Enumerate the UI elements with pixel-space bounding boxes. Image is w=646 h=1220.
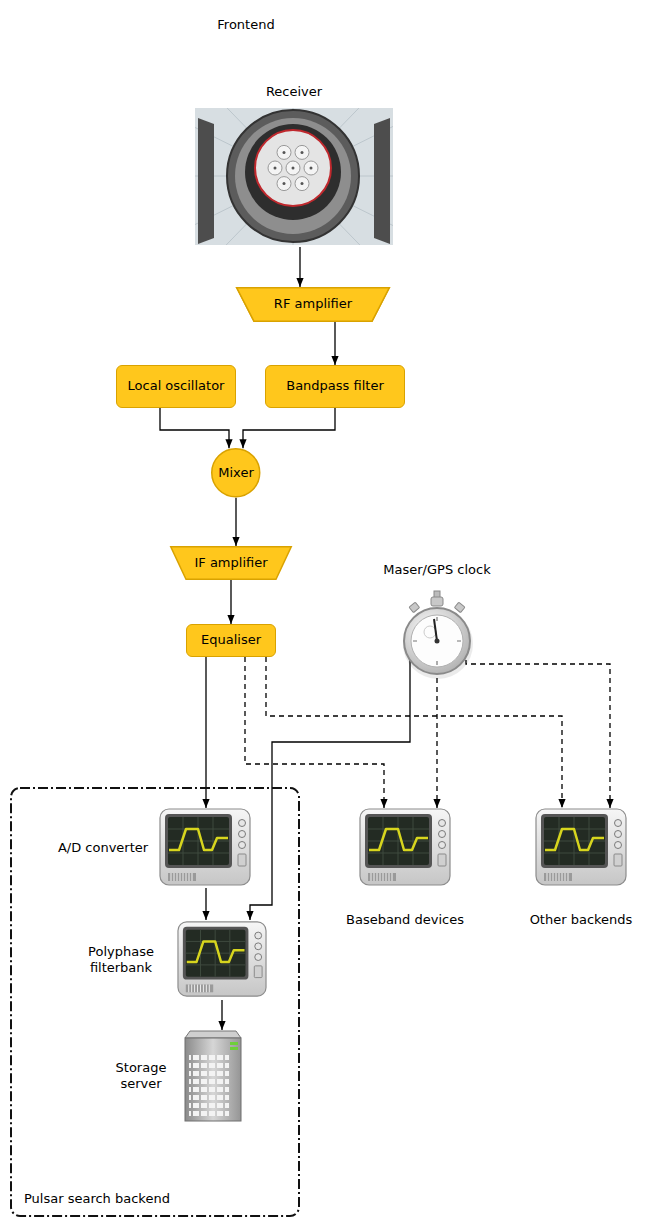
mixer-circle: Mixer <box>211 448 260 497</box>
node-label: Storage server <box>99 1060 183 1093</box>
device-node: Polyphase filterbank <box>20 920 268 1000</box>
server-icon <box>185 1031 241 1121</box>
node-label: A/D converter <box>48 840 158 856</box>
process-box: Local oscillator <box>116 365 236 408</box>
process-box: Equaliser <box>186 624 276 657</box>
node-label: Receiver <box>266 84 322 100</box>
receiver-illustration <box>195 108 393 245</box>
amplifier-trapezoid: RF amplifier <box>236 287 390 322</box>
node-label: IF amplifier <box>194 555 267 571</box>
signal-connector <box>160 408 229 448</box>
signal-connector <box>235 498 236 546</box>
monitor-icon <box>360 809 450 885</box>
dashed-connector <box>436 660 437 808</box>
signal-connector <box>230 580 231 624</box>
backend-region: A/D converterPolyphase filterbankStorage… <box>10 787 300 1217</box>
signal-connector <box>334 322 335 365</box>
node-label: Maser/GPS clock <box>383 562 490 578</box>
node-label: Polyphase filterbank <box>66 944 176 977</box>
node-label: Baseband devices <box>346 912 464 928</box>
icon-space <box>158 843 252 853</box>
monitor-icon <box>536 809 626 885</box>
amplifier-trapezoid: IF amplifier <box>170 546 292 580</box>
region-outline <box>10 787 300 1217</box>
server-node: Storage server <box>20 1030 243 1122</box>
icon-space <box>176 955 268 965</box>
node-label: Local oscillator <box>128 378 225 394</box>
device-node: Baseband devices <box>340 808 470 932</box>
region-heading: Frontend <box>217 17 274 33</box>
dashed-connector <box>266 657 562 808</box>
node-label: Equaliser <box>201 632 261 648</box>
signal-connector <box>205 657 206 808</box>
node-label: Other backends <box>530 912 633 928</box>
node-label: Mixer <box>218 465 253 481</box>
receiver-node: Receiver <box>193 84 395 247</box>
signal-connector <box>243 408 335 448</box>
stopwatch-icon <box>403 591 473 679</box>
device-node: A/D converter <box>20 808 252 888</box>
signal-connector <box>221 1000 222 1030</box>
icon-space <box>183 1071 243 1081</box>
node-label: RF amplifier <box>274 296 352 312</box>
device-node: Other backends <box>519 808 643 932</box>
dashed-connector <box>466 660 610 808</box>
signal-connector <box>205 888 206 920</box>
node-label: Bandpass filter <box>286 378 384 394</box>
frontend-region: Receiver RF amplifierLocal oscillator Band… <box>65 10 427 528</box>
monitor-icon <box>178 922 266 996</box>
signal-connector <box>299 247 300 287</box>
monitor-icon <box>160 809 250 885</box>
clock-node: Maser/GPS clock <box>380 562 494 660</box>
region-heading: Pulsar search backend <box>24 1191 170 1207</box>
process-box: Bandpass filter <box>265 365 405 408</box>
